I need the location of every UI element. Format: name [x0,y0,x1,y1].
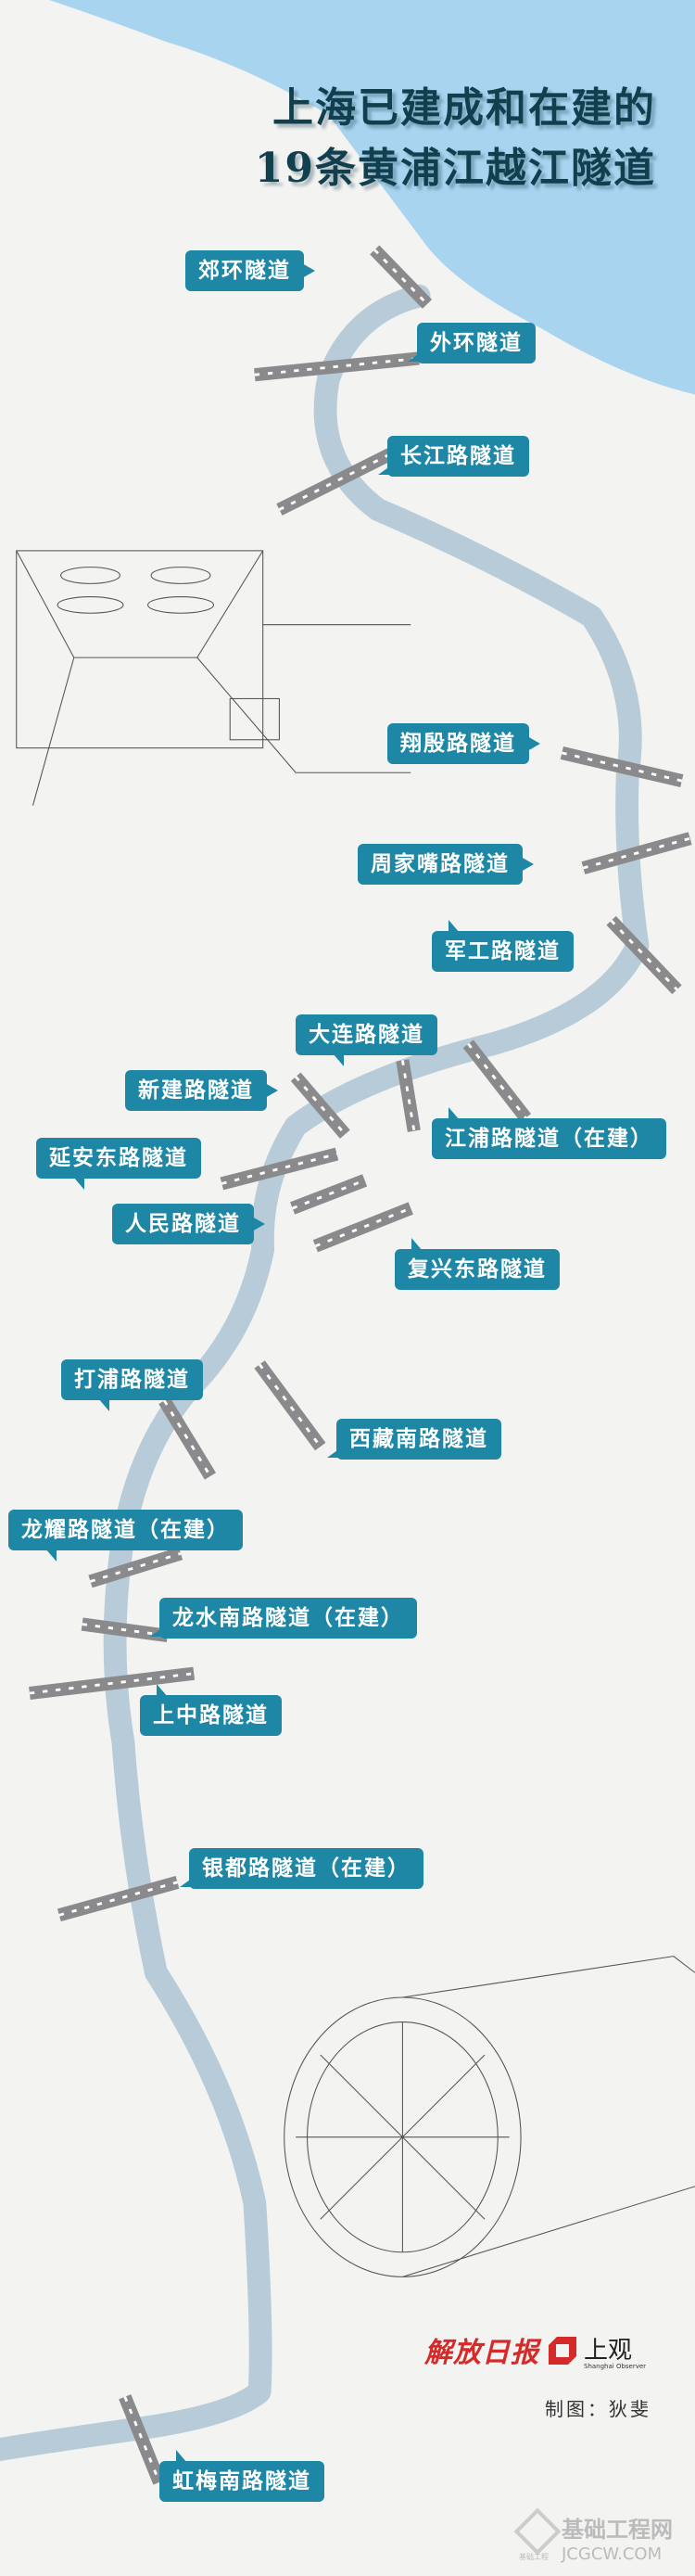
tunnel-label-jiangpulu[interactable]: 江浦路隧道（在建） [432,1107,666,1159]
jiefang-daily-logo: 解放日报 [424,2337,539,2369]
road-lane-marking [314,1206,411,1248]
tunnel-label-waihuan[interactable]: 外环隧道 [408,323,536,363]
tunnel-road [370,245,433,309]
road-lane-marking [90,1551,182,1583]
tunnel-label-changjianglu[interactable]: 长江路隧道 [378,436,529,477]
huangpu-river [0,284,650,2461]
tunnel-label-longyaolu[interactable]: 龙耀路隧道（在建） [8,1510,243,1562]
tbm-sketch-illustration [284,1956,695,2277]
tunnel-label-hongmeinanlu[interactable]: 虹梅南路隧道 [159,2450,324,2502]
road-lane-marking [259,1363,322,1447]
watermark-text: 基础工程网 [562,2517,673,2543]
tunnel-label-shangzhonglu[interactable]: 上中路隧道 [140,1684,282,1736]
road-lane-marking [610,919,678,991]
road-lane-marking [254,357,420,376]
tunnel-road [560,746,684,787]
road-lane-marking [29,1672,195,1695]
tunnel-label-yindulu[interactable]: 银都路隧道（在建） [180,1848,423,1889]
tunnel-label-longshuinanlu[interactable]: 龙水南路隧道（在建） [150,1598,417,1639]
tunnel-label-jungonglu[interactable]: 军工路隧道 [432,920,574,972]
watermark-url: JCGCW.COM [562,2544,663,2564]
tunnel-road [290,1174,368,1215]
shanghai-observer-name: 上观 [584,2337,633,2365]
shanghai-observer-en: Shanghai Observer [584,2363,647,2370]
road-lane-marking [467,1042,527,1119]
tunnel-label-xinjianlu[interactable]: 新建路隧道 [125,1070,278,1111]
tunnel-sketch-illustration [16,550,411,806]
road-lane-marking [123,2396,161,2483]
watermark-small: 基础工程 [519,2553,549,2561]
road-lane-marking [278,451,396,511]
tunnel-label-renminlu[interactable]: 人民路隧道 [112,1204,265,1244]
page-title-line2: 19条黄浦江越江隧道 [254,145,656,192]
tunnel-road [57,1876,180,1922]
tunnel-label-xiangyinlu[interactable]: 翔殷路隧道 [387,723,540,764]
tunnel-road [290,1072,350,1139]
page-title-line1: 上海已建成和在建的 [272,84,656,132]
tunnel-label-dalianlu[interactable]: 大连路隧道 [296,1014,437,1066]
tunnel-road [396,1059,421,1132]
shanghai-observer-mark-icon [549,2337,576,2365]
road-lane-marking [82,1623,169,1638]
tunnel-label-jiaohuan[interactable]: 郊环隧道 [185,250,315,291]
road-lane-marking [583,836,691,870]
tunnel-roads [29,245,692,2485]
tunnel-label-dapulu[interactable]: 打浦路隧道 [61,1359,203,1411]
tunnel-label-yananlu[interactable]: 延安东路隧道 [36,1138,201,1190]
tunnel-label-zhoujiazuilu[interactable]: 周家嘴路隧道 [358,844,534,885]
tunnel-label-xizangnanlu[interactable]: 西藏南路隧道 [327,1419,501,1460]
tunnel-road [220,1147,339,1191]
tunnel-label-fuxingdonglu[interactable]: 复兴东路隧道 [395,1238,560,1290]
sea [49,0,695,395]
road-lane-marking [163,1399,212,1477]
chart-maker-credit: 制图：狄斐 [545,2398,651,2420]
